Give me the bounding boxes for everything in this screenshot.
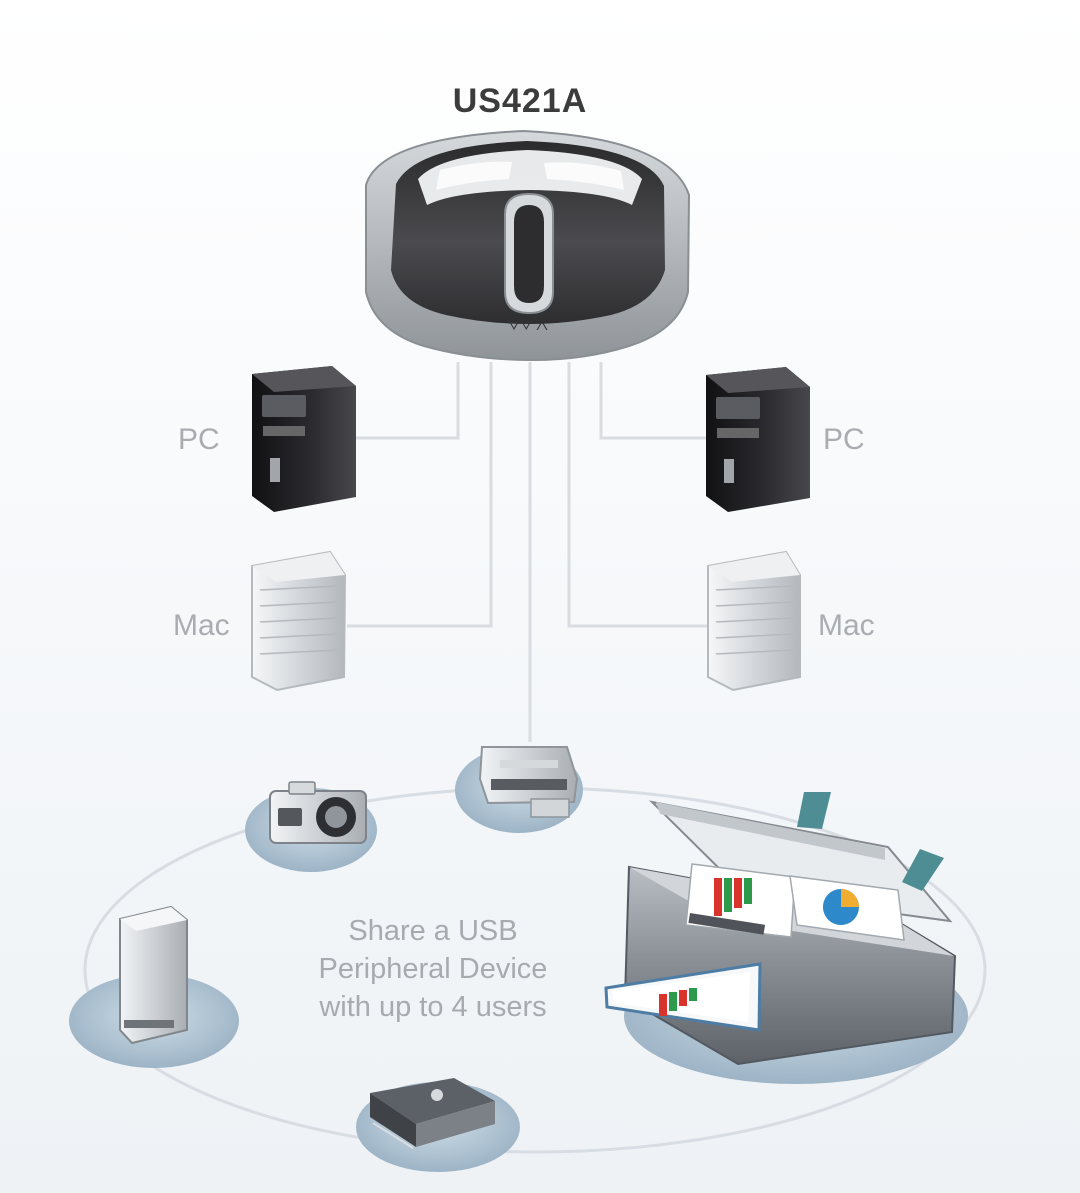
- right-pc-tower-icon: [706, 367, 810, 512]
- right-mac-tower-icon: [707, 550, 801, 692]
- external-drive-icon: [119, 905, 188, 1045]
- line-to-left-mac: [347, 362, 493, 628]
- connection-lines: [347, 362, 708, 742]
- right-pc-label: PC: [823, 423, 865, 456]
- left-pc-tower-icon: [252, 366, 356, 512]
- line-to-right-mac: [567, 362, 708, 628]
- center-share-text: Share a USB Peripheral Device with up to…: [278, 912, 588, 1026]
- right-mac-label: Mac: [818, 609, 875, 642]
- device-title: US421A: [452, 82, 588, 120]
- usb-switch-device-icon: ᗊᗊ ᐱ: [365, 129, 691, 362]
- scanner-icon: [370, 1078, 495, 1149]
- center-line-1: Share a USB: [348, 915, 518, 947]
- printer-output-bars: [659, 988, 697, 1016]
- device-panel-marks: ᗊᗊ ᐱ: [508, 318, 548, 333]
- left-mac-tower-icon: [251, 550, 347, 692]
- camera-icon: [269, 781, 367, 844]
- center-line-3: with up to 4 users: [319, 991, 547, 1023]
- printer-document-bars: [714, 878, 752, 916]
- multifunction-printer-icon: [604, 792, 957, 1066]
- left-mac-label: Mac: [173, 609, 230, 642]
- center-line-2: Peripheral Device: [318, 953, 548, 985]
- line-to-left-pc: [356, 362, 460, 440]
- card-reader-icon: [478, 746, 579, 818]
- line-to-right-pc: [599, 362, 706, 440]
- left-pc-label: PC: [178, 423, 220, 456]
